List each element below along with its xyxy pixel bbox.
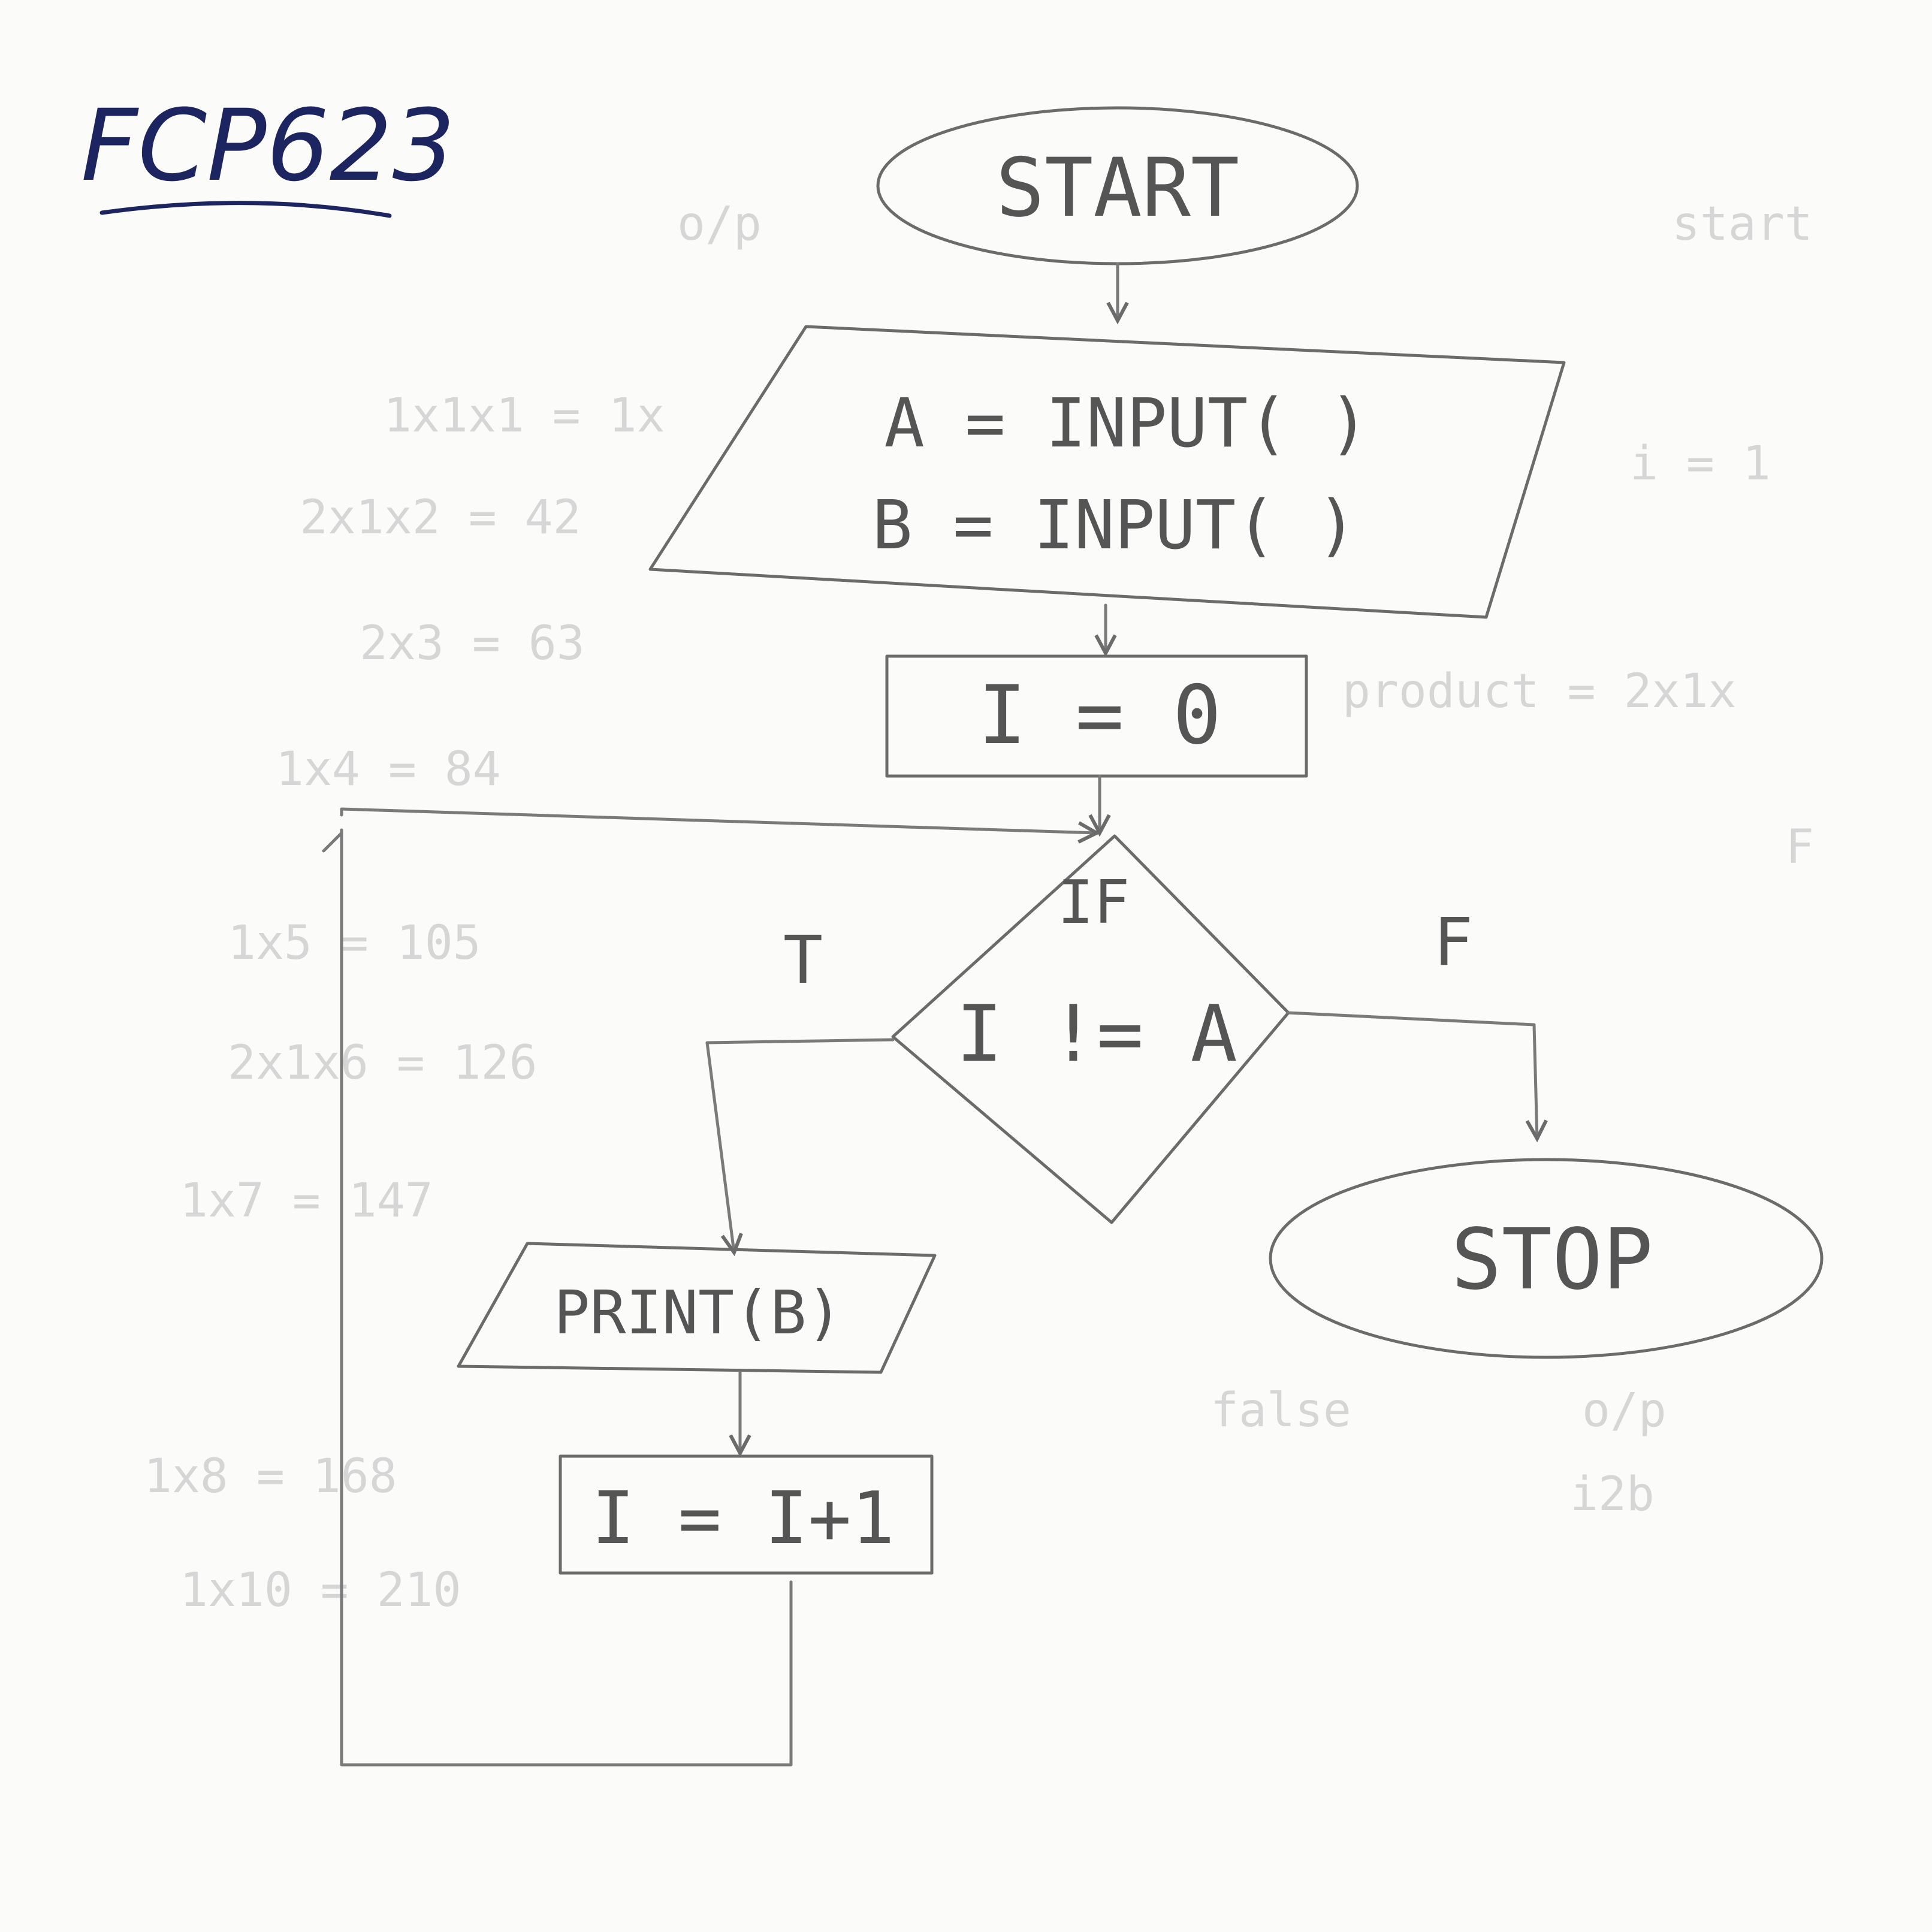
stop-ellipse — [1269, 1158, 1824, 1359]
input-shape — [648, 325, 1566, 619]
input-b-label: B = INPUT( ) — [872, 487, 1357, 564]
bleed-through-layer: o/p start i = 1 1x1x1 = 1x 2x1x2 = 42 2x… — [144, 197, 1814, 1617]
arrow-true-branch — [705, 1038, 895, 1252]
stop-label: STOP — [1451, 1211, 1653, 1309]
loop-back-arrow — [340, 807, 1097, 1767]
decision-shape — [891, 834, 1290, 1224]
increment-label: I = I+1 — [591, 1477, 895, 1560]
init-rect — [885, 654, 1308, 778]
decision-keyword: IF — [1058, 867, 1130, 937]
arrow-false-branch — [1287, 1011, 1537, 1139]
bleed-text: o/p — [1582, 1384, 1667, 1438]
bleed-text: i2b — [1570, 1468, 1655, 1522]
bleed-text: 1x4 = 84 — [276, 742, 501, 796]
loop-back-tick — [322, 831, 343, 853]
init-label: I = 0 — [978, 668, 1221, 762]
bleed-text: 1x8 = 168 — [144, 1450, 397, 1504]
bleed-text: i = 1 — [1630, 437, 1771, 491]
decision-diamond: IF I != A — [891, 834, 1290, 1224]
header-underline — [99, 201, 392, 218]
increment-process-box: I = I+1 — [559, 1454, 934, 1575]
increment-rect — [559, 1454, 934, 1575]
bleed-text: 1x7 = 147 — [180, 1174, 433, 1228]
bleed-text: 2x3 = 63 — [360, 617, 585, 671]
bleed-text: start — [1672, 197, 1813, 251]
bleed-text: false — [1210, 1384, 1351, 1438]
print-shape — [457, 1242, 937, 1374]
bleed-text: o/p — [677, 197, 762, 251]
start-terminal: START — [876, 106, 1359, 265]
start-label: START — [996, 141, 1239, 235]
bleed-text: 1x5 = 105 — [228, 916, 481, 970]
header-label: FCP623 — [81, 88, 455, 218]
bleed-text: 2x1x6 = 126 — [228, 1036, 538, 1090]
true-label: T — [783, 922, 823, 998]
bleed-text: 1x10 = 210 — [180, 1563, 461, 1617]
bleed-text: product = 2x1x — [1342, 665, 1736, 719]
input-parallelogram: A = INPUT( ) B = INPUT( ) — [648, 325, 1566, 619]
print-parallelogram: PRINT(B) — [457, 1242, 937, 1374]
print-label: PRINT(B) — [554, 1278, 843, 1348]
header-label-text: FCP623 — [81, 88, 455, 203]
bleed-text: F — [1786, 820, 1814, 874]
input-a-label: A = INPUT( ) — [884, 385, 1369, 463]
bleed-text: 1x1x1 = 1x — [384, 389, 665, 443]
init-process-box: I = 0 — [885, 654, 1308, 778]
false-label: F — [1433, 904, 1473, 980]
stop-terminal: STOP — [1269, 1158, 1824, 1359]
bleed-text: 2x1x2 = 42 — [300, 491, 581, 545]
decision-condition: I != A — [956, 988, 1237, 1079]
